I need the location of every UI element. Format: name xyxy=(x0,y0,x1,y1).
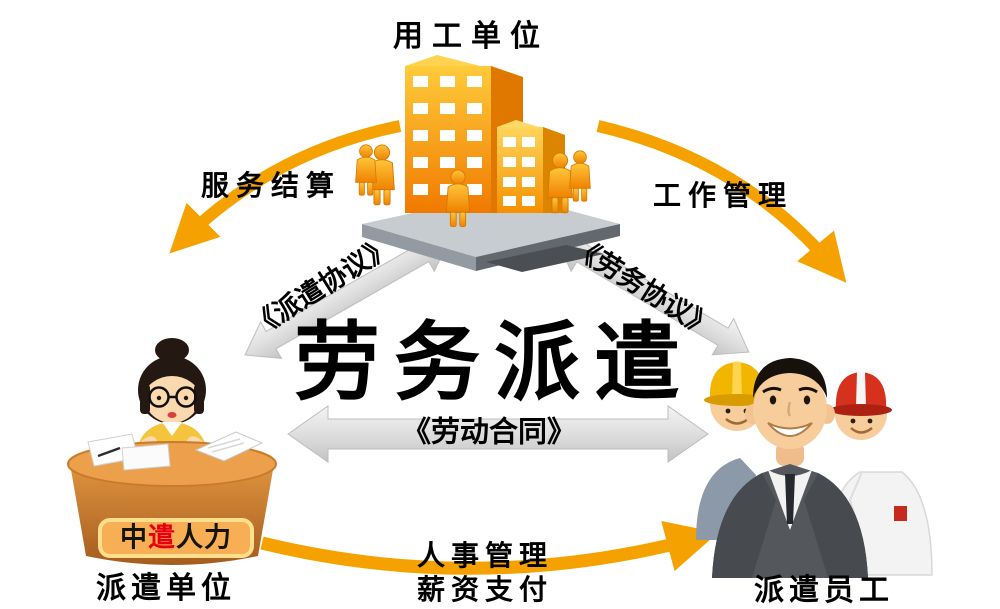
work-management-label: 工作管理 xyxy=(652,180,794,211)
service-settlement-arrow xyxy=(169,120,402,254)
desk-brand-part-2: 遣 xyxy=(148,522,176,553)
main-title: 劳务派遣 xyxy=(294,312,694,413)
workers-illustration xyxy=(696,358,933,578)
desk-brand-part-3: 人力 xyxy=(176,522,232,553)
paper xyxy=(121,443,171,471)
desk-brand-label: 中遣人力 xyxy=(120,522,232,553)
personnel-salary-arrow xyxy=(260,520,719,575)
tie-icon xyxy=(785,474,795,524)
building-illustration xyxy=(355,55,620,272)
labor-contract-arrow xyxy=(287,405,709,463)
annex-windows xyxy=(503,137,535,206)
desk-illustration xyxy=(67,431,277,565)
personnel-management-label: 人事管理 xyxy=(416,540,554,571)
labor-contract-label: 《劳动合同》 xyxy=(401,416,577,449)
pen-icon xyxy=(97,446,121,458)
work-management-arrow xyxy=(596,120,847,283)
dispatch-unit-label: 派遣单位 xyxy=(96,572,236,605)
workers-label: 派遣员工 xyxy=(754,574,894,607)
desk-brand-plate xyxy=(98,518,254,558)
employer-label: 用工单位 xyxy=(393,20,549,53)
glasses-icon xyxy=(148,386,197,408)
salary-payment-label: 薪资支付 xyxy=(416,574,554,605)
suit-worker xyxy=(712,358,868,578)
desk-brand-part-1: 中 xyxy=(120,522,148,553)
service-settlement-label: 服务结算 xyxy=(200,170,342,201)
